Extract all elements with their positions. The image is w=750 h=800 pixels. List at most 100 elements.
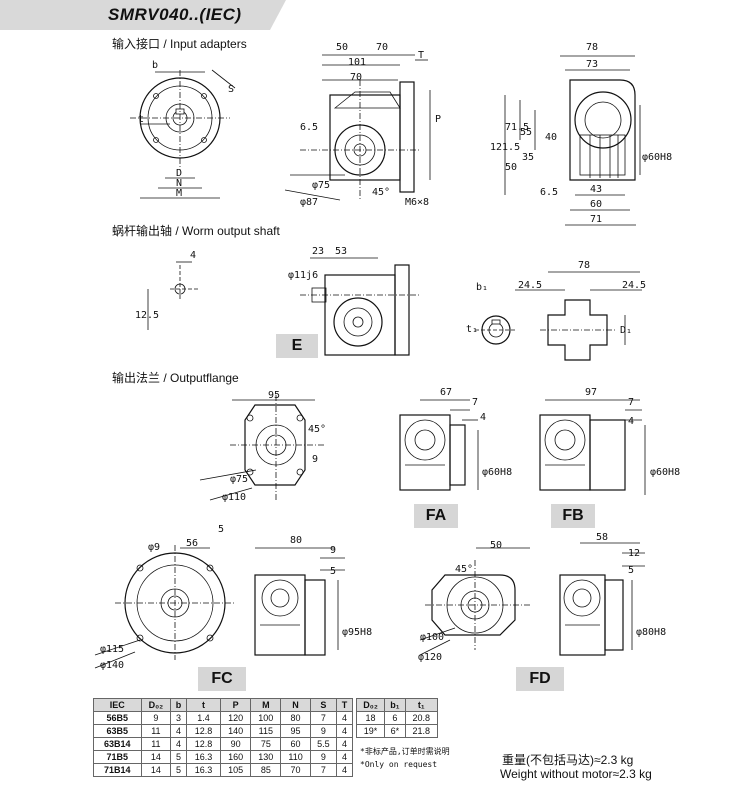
- dim-b1: b₁: [476, 282, 488, 293]
- cell: 105: [219, 763, 252, 777]
- cell: 56B5: [93, 711, 142, 725]
- dim-FD-phi80: φ80H8: [636, 627, 666, 638]
- cell: 85: [250, 763, 282, 777]
- col-m: M: [250, 698, 282, 712]
- cell: 3: [170, 711, 187, 725]
- dim-50: 50: [336, 42, 348, 53]
- label-FD: FD: [516, 667, 564, 691]
- dim-T: T: [418, 50, 424, 61]
- col-p: P: [219, 698, 252, 712]
- dim-23: 23: [312, 246, 324, 257]
- dim-4: 4: [190, 250, 196, 261]
- dim-45-fl: 45°: [308, 424, 326, 435]
- col-t: t: [185, 698, 221, 712]
- cell: 6: [384, 711, 406, 725]
- dim-78-shaft: 78: [578, 260, 590, 271]
- flange-FD-front-view: [419, 547, 530, 656]
- cell: 60: [280, 737, 311, 751]
- weight-en: Weight without motor≈2.3 kg: [500, 767, 652, 781]
- table-header-row: IEC D₀₂ b t P M N S T: [93, 698, 353, 712]
- cell: 110: [280, 750, 311, 764]
- table-row: 63B5 11 4 12.8 140 115 95 9 4: [93, 724, 353, 738]
- dim-9-fl: 9: [312, 454, 318, 465]
- cell: 5.5: [309, 737, 338, 751]
- output-flange-front-view: [199, 395, 325, 501]
- flange-FB-view: [539, 399, 646, 495]
- cell: 14: [140, 750, 172, 764]
- dim-FD-phi100: φ100: [420, 632, 444, 643]
- table-header-row: D₀₂ b₁ t₁: [355, 698, 439, 712]
- cell: 9: [309, 750, 338, 764]
- worm-shaft-side-view: [300, 257, 420, 356]
- weight-cn: 重量(不包括马达)≈2.3 kg: [502, 753, 634, 767]
- dim-FC-9: 9: [330, 545, 336, 556]
- cell: 4: [336, 763, 353, 777]
- dim-FD-phi120: φ120: [418, 652, 442, 663]
- dim-95: 95: [268, 390, 280, 401]
- col-d: D₀₂: [140, 698, 172, 712]
- dim-40: 40: [545, 132, 557, 143]
- dim-D1: D₁: [620, 325, 632, 336]
- dim-24-5a: 24.5: [518, 280, 542, 291]
- cell: 14: [140, 763, 172, 777]
- label-FC: FC: [198, 667, 246, 691]
- dim-phi87: φ87: [300, 197, 318, 208]
- cell: 16.3: [185, 750, 221, 764]
- dim-S: S: [228, 84, 234, 95]
- dim-FB-7: 7: [628, 397, 634, 408]
- dim-phi75-fl: φ75: [230, 474, 248, 485]
- table-row: 19* 6* 21.8: [355, 724, 439, 738]
- dim-121-5: 121.5: [490, 142, 520, 153]
- cell: 71B14: [93, 763, 142, 777]
- flange-FC-front-view: [94, 545, 235, 669]
- table-row: 71B14 14 5 16.3 105 85 70 7 4: [93, 763, 353, 777]
- dim-FA-7: 7: [472, 397, 478, 408]
- dim-FB-phi: φ60H8: [650, 467, 680, 478]
- flange-FC-side-view: [254, 547, 345, 656]
- dim-D: D: [176, 168, 182, 179]
- dim-M6x8: M6×8: [405, 197, 429, 208]
- cell: 4: [170, 724, 187, 738]
- cell: 20.8: [404, 711, 439, 725]
- dim-t: t: [138, 114, 144, 125]
- dim-FA-4: 4: [480, 412, 486, 423]
- dim-phi11j6: φ11j6: [288, 270, 318, 281]
- dim-FD-45: 45°: [455, 564, 473, 575]
- col-s: S: [309, 698, 338, 712]
- dim-101: 101: [348, 57, 366, 68]
- cell: 71B5: [93, 750, 142, 764]
- cell: 4: [336, 750, 353, 764]
- cell: 4: [336, 737, 353, 751]
- cell: 9: [140, 711, 172, 725]
- table-row: 63B14 11 4 12.8 90 75 60 5.5 4: [93, 737, 353, 751]
- section-output-flange: 输出法兰 / Outputflange: [112, 371, 239, 385]
- cell: 70: [280, 763, 311, 777]
- cell: 100: [250, 711, 282, 725]
- dim-FC-80: 80: [290, 535, 302, 546]
- dim-FD-50: 50: [490, 540, 502, 551]
- dim-71: 71: [590, 214, 602, 225]
- dim-FC-phi95: φ95H8: [342, 627, 372, 638]
- cell: 12.8: [185, 724, 221, 738]
- col-iec: IEC: [93, 698, 142, 712]
- dim-50v: 50: [505, 162, 517, 173]
- worm-shaft-end-view: [147, 261, 200, 330]
- col-tt: T: [336, 698, 353, 712]
- cell: 160: [219, 750, 252, 764]
- dim-12-5: 12.5: [135, 310, 159, 321]
- label-E: E: [276, 334, 318, 358]
- col-b1: b₁: [384, 698, 406, 712]
- cell: 9: [309, 724, 338, 738]
- table-row: 56B5 9 3 1.4 120 100 80 7 4: [93, 711, 353, 725]
- dim-6-5: 6.5: [300, 122, 318, 133]
- cell: 115: [250, 724, 282, 738]
- dim-FD-5: 5: [628, 565, 634, 576]
- dim-FC-phi140: φ140: [100, 660, 124, 671]
- cell: 19*: [355, 724, 386, 738]
- dim-N: N: [176, 178, 182, 189]
- dim-FB-97: 97: [585, 387, 597, 398]
- cell: 120: [219, 711, 252, 725]
- dim-55: 55: [520, 127, 532, 138]
- cell: 4: [336, 724, 353, 738]
